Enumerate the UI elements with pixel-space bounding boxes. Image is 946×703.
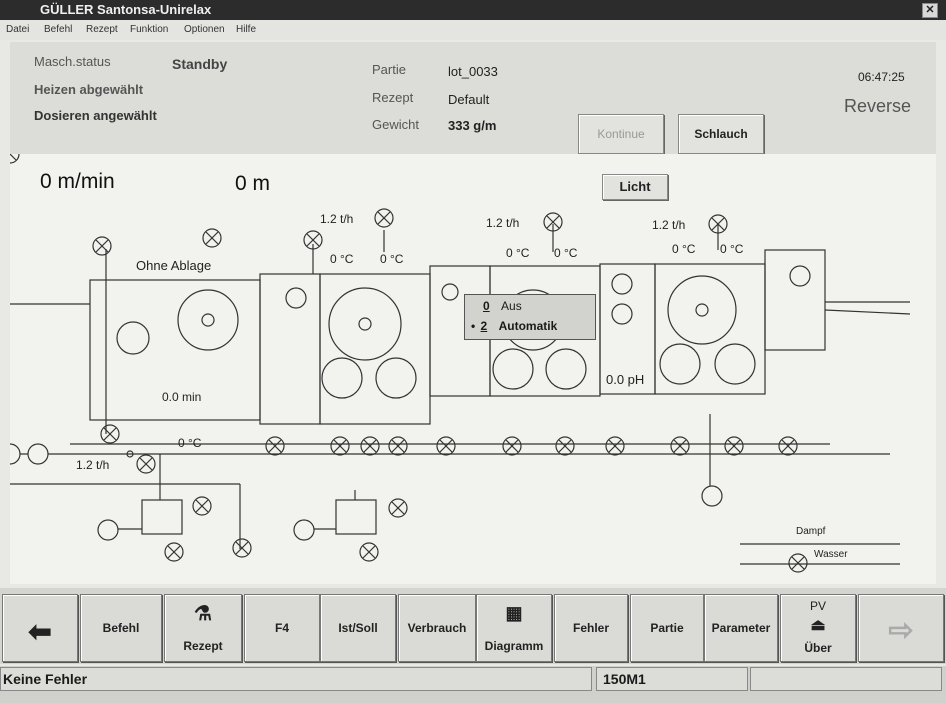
f4-button[interactable]: F4 [244, 594, 320, 662]
temp-readout-6[interactable]: 0 °C [720, 242, 744, 256]
grid-icon: ▦ [505, 603, 523, 623]
flow-readout-2[interactable]: 1.2 t/h [486, 216, 520, 230]
schlauch-button[interactable]: Schlauch [678, 114, 764, 154]
warning-triangle-icon: ⏏ [810, 617, 826, 634]
befehl-button[interactable]: Befehl [80, 594, 162, 662]
ueber-button[interactable]: PV ⏏ Über [780, 594, 856, 662]
temp-readout-7[interactable]: 0 °C [178, 436, 202, 450]
masch-status-label: Masch.status [34, 54, 111, 69]
direction-indicator: Reverse [844, 96, 912, 116]
dampf-legend: Dampf [796, 526, 826, 537]
process-diagram: 0 m/min 0 m Licht Ohne Ablage 1.2 t/h 1.… [10, 154, 936, 584]
title-bar: GÜLLER Santonsa-Unirelax ✕ [0, 0, 946, 20]
arrow-right-icon: ⇨ [888, 614, 914, 647]
fehler-button[interactable]: Fehler [554, 594, 628, 662]
partie-label: Partie [372, 62, 406, 77]
popup-option-automatik[interactable]: • 2 Automatik [471, 319, 558, 333]
menu-rezept[interactable]: Rezept [86, 24, 118, 35]
partie-button[interactable]: Partie [630, 594, 704, 662]
wasser-legend: Wasser [814, 549, 848, 560]
gewicht-value: 333 g/m [448, 118, 497, 133]
menu-bar: Datei Befehl Rezept Funktion Optionen Hi… [0, 20, 946, 40]
ph-readout[interactable]: 0.0 pH [606, 372, 645, 387]
parameter-button[interactable]: Parameter [704, 594, 778, 662]
partie-value: lot_0033 [448, 64, 498, 79]
dosieren-status: Dosieren angewählt [34, 108, 157, 123]
flow-readout-3[interactable]: 1.2 t/h [652, 218, 686, 232]
verbrauch-button[interactable]: Verbrauch [398, 594, 476, 662]
close-window-button[interactable]: ✕ [922, 3, 938, 18]
heizen-status: Heizen abgewählt [34, 82, 144, 97]
machine-schematic [10, 154, 911, 573]
gewicht-label: Gewicht [372, 117, 419, 132]
temp-readout-2[interactable]: 0 °C [380, 252, 404, 266]
rezept-value: Default [448, 92, 490, 107]
mode-popup-menu[interactable]: 0 Aus • 2 Automatik [464, 294, 596, 340]
menu-befehl[interactable]: Befehl [44, 24, 73, 35]
forward-button[interactable]: ⇨ [858, 594, 944, 662]
menu-datei[interactable]: Datei [6, 24, 30, 35]
masch-status-value: Standby [172, 56, 228, 72]
speed-readout: 0 m/min [40, 170, 115, 193]
temp-readout-1[interactable]: 0 °C [330, 252, 354, 266]
menu-funktion[interactable]: Funktion [130, 24, 169, 35]
menu-hilfe[interactable]: Hilfe [236, 24, 257, 35]
temp-readout-5[interactable]: 0 °C [672, 242, 696, 256]
machine-code: 150M1 [596, 667, 748, 691]
kontinue-button[interactable]: Kontinue [578, 114, 664, 154]
clock: 06:47:25 [858, 70, 905, 84]
temp-readout-3[interactable]: 0 °C [506, 246, 530, 260]
diagramm-button[interactable]: ▦ Diagramm [476, 594, 552, 662]
ist-soll-button[interactable]: Ist/Soll [320, 594, 396, 662]
time-readout[interactable]: 0.0 min [162, 390, 202, 404]
status-field-empty [750, 667, 942, 691]
flask-icon: ⚗ [194, 603, 212, 625]
flow-readout-4[interactable]: 1.2 t/h [76, 458, 110, 472]
menu-optionen[interactable]: Optionen [184, 24, 225, 35]
rezept-button[interactable]: ⚗ Rezept [164, 594, 242, 662]
selected-dot-icon: • [471, 319, 476, 333]
temp-readout-4[interactable]: 0 °C [554, 246, 578, 260]
flow-readout-1[interactable]: 1.2 t/h [320, 212, 354, 226]
ohne-ablage-label: Ohne Ablage [136, 258, 212, 273]
length-readout: 0 m [235, 172, 271, 195]
error-status: Keine Fehler [0, 667, 592, 691]
window-title: GÜLLER Santonsa-Unirelax [40, 2, 212, 17]
popup-option-aus[interactable]: 0 Aus [483, 299, 522, 313]
back-button[interactable]: ⬅ [2, 594, 78, 662]
rezept-label: Rezept [372, 90, 414, 105]
licht-button[interactable]: Licht [602, 174, 668, 200]
arrow-left-icon: ⬅ [28, 616, 52, 647]
status-panel: Masch.status Standby Heizen abgewählt Do… [10, 42, 936, 154]
